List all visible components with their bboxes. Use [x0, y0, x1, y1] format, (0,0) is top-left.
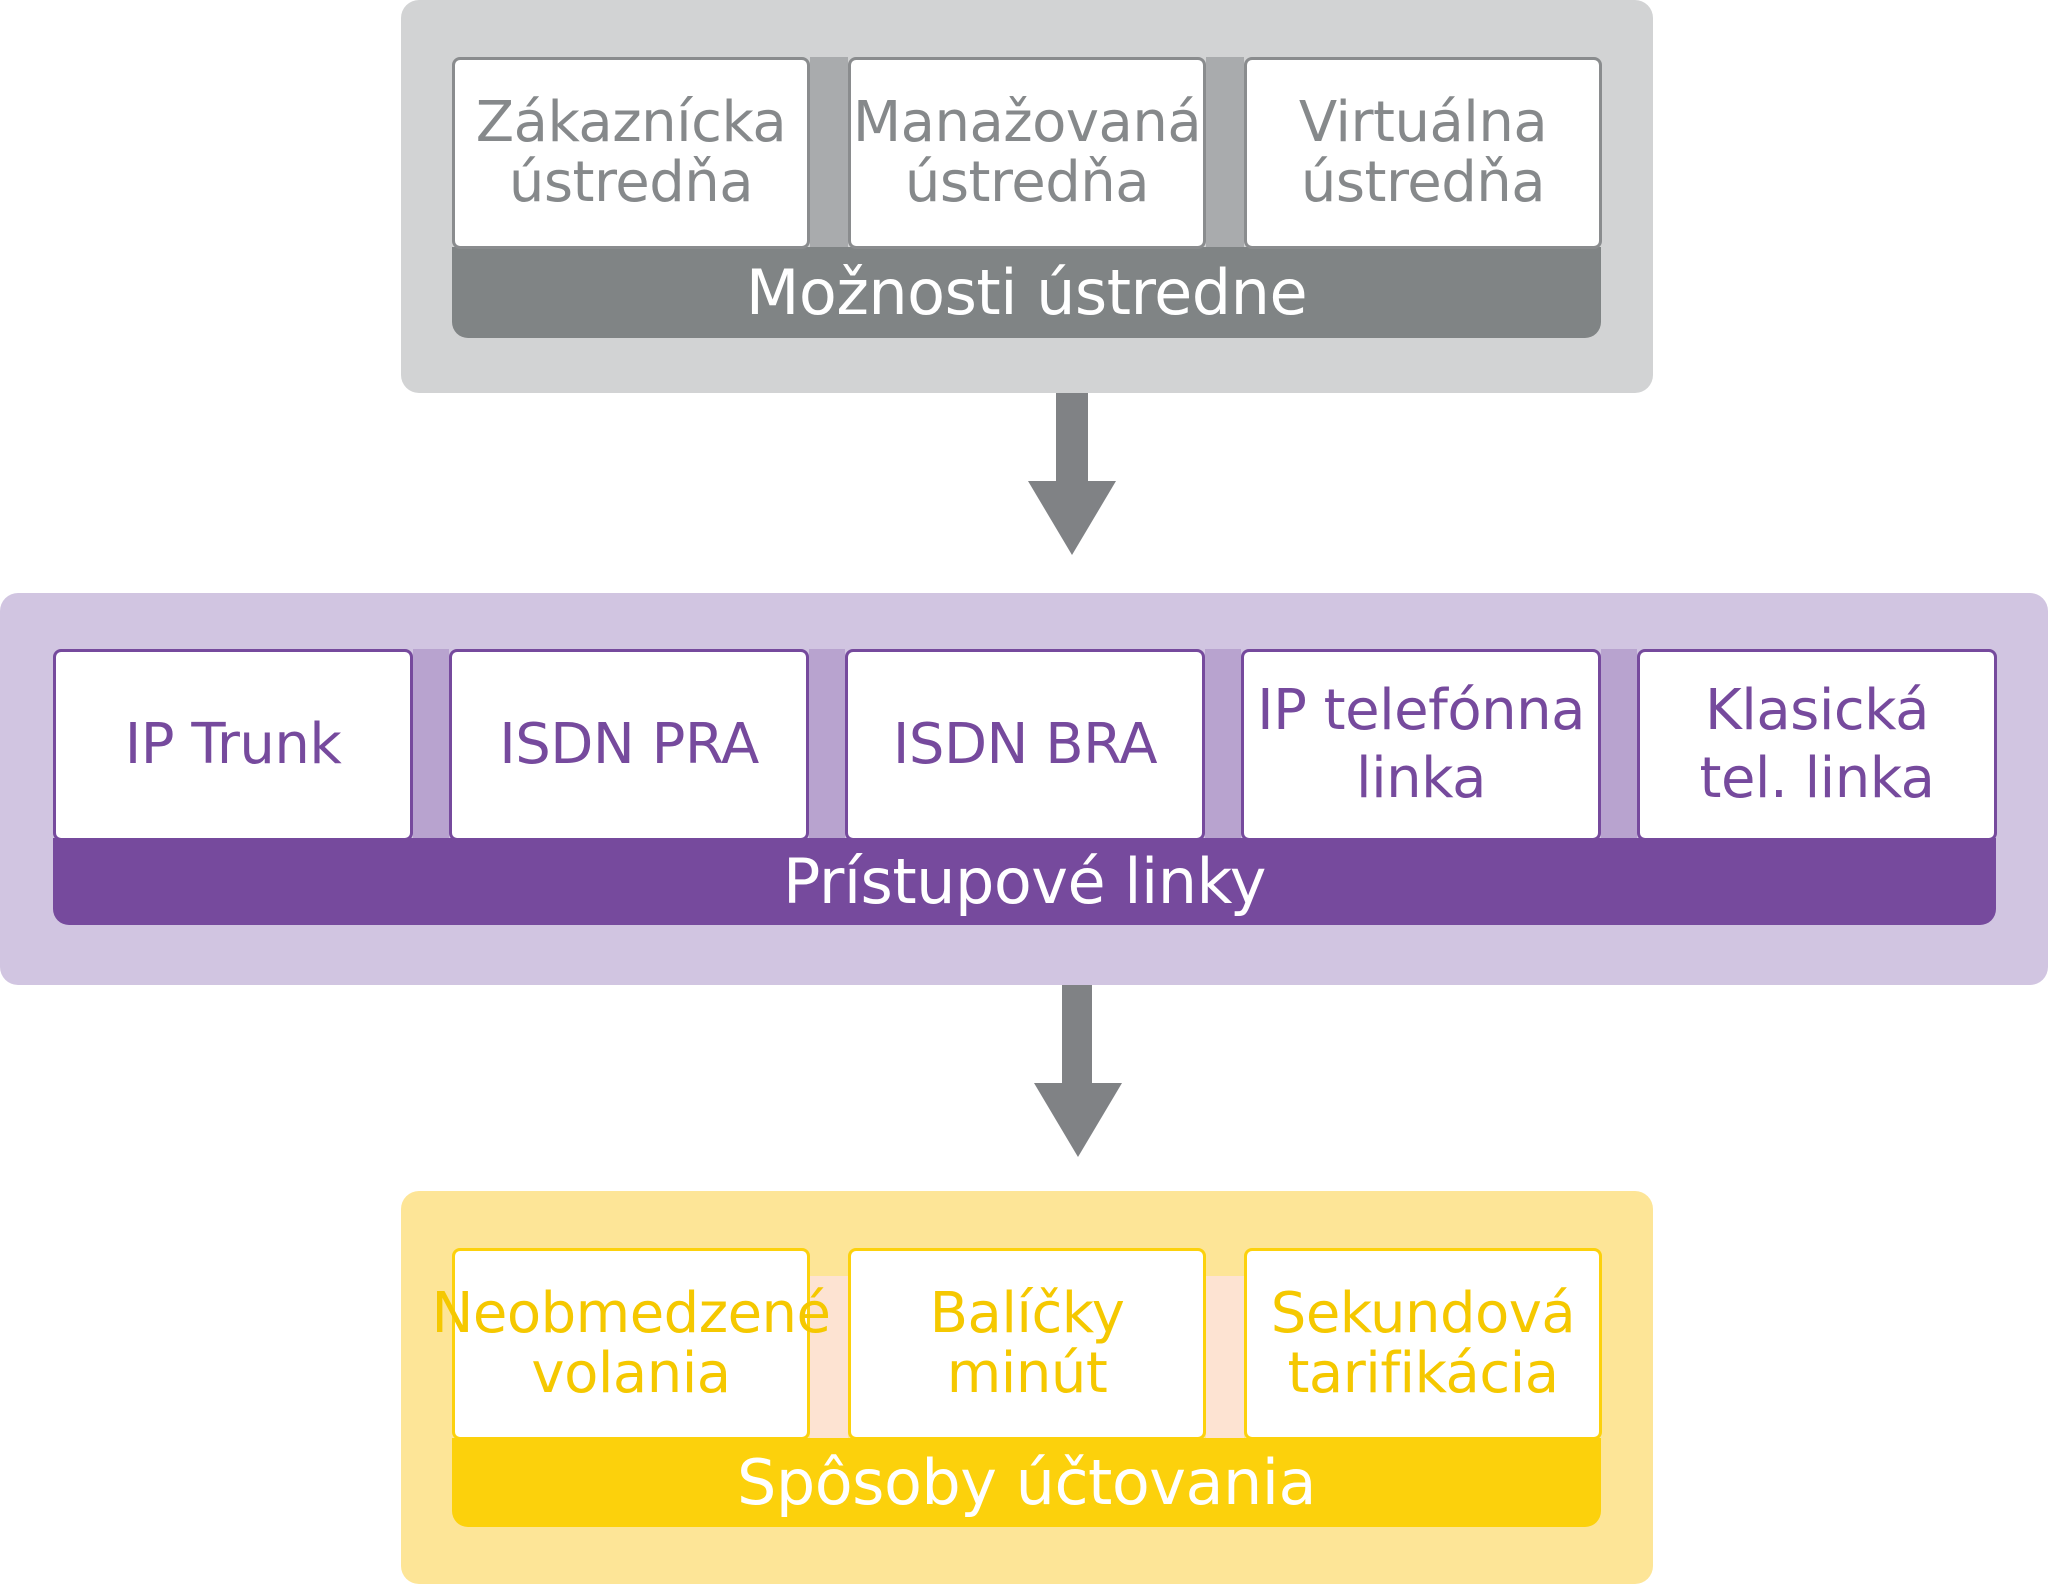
- box-text-line: Klasická: [1705, 678, 1929, 743]
- box-text-line: Balíčky: [929, 1281, 1125, 1346]
- pbx-option-box: Manažovaná ústredňa: [848, 57, 1206, 249]
- pbx-option-box: Virtuálna ústredňa: [1244, 57, 1602, 249]
- access-lines-group: Prístupové linky IP Trunk ISDN PRA ISDN …: [53, 649, 1997, 925]
- box-text-line: tel. linka: [1699, 746, 1935, 811]
- billing-title: Spôsoby účtovania: [737, 1446, 1316, 1519]
- connector: [413, 649, 449, 838]
- billing-option-box: Neobmedzené volania: [432, 1248, 831, 1440]
- box-text-line: ústredňa: [904, 150, 1150, 215]
- box-text-line: minút: [946, 1341, 1108, 1406]
- box-text-line: Neobmedzené: [431, 1281, 832, 1346]
- pbx-options-panel: Možnosti ústredne Zákaznícka ústredňa Ma…: [401, 0, 1653, 393]
- box-text-line: IP telefónna: [1257, 678, 1585, 743]
- box-text-line: Virtuálna: [1298, 90, 1548, 155]
- access-lines-panel: Prístupové linky IP Trunk ISDN PRA ISDN …: [0, 593, 2048, 985]
- access-line-box: IP telefónna linka: [1241, 649, 1601, 841]
- access-line-box: IP Trunk: [53, 649, 413, 841]
- pbx-options-title: Možnosti ústredne: [745, 256, 1308, 329]
- box-text-line: ISDN PRA: [499, 712, 759, 777]
- connector: [809, 649, 845, 838]
- connector: [810, 1276, 848, 1438]
- pbx-options-bar: Možnosti ústredne: [452, 247, 1601, 338]
- billing-option-box: Sekundová tarifikácia: [1244, 1248, 1602, 1440]
- billing-bar: Spôsoby účtovania: [452, 1438, 1601, 1527]
- connector: [1206, 57, 1244, 247]
- arrow-down-icon: [1034, 985, 1122, 1157]
- box-text-line: tarifikácia: [1287, 1341, 1559, 1406]
- box-text-line: ústredňa: [1300, 150, 1546, 215]
- box-text-line: linka: [1356, 746, 1486, 811]
- pbx-options-group: Možnosti ústredne Zákaznícka ústredňa Ma…: [452, 57, 1602, 338]
- box-text-line: ISDN BRA: [892, 712, 1158, 777]
- connector: [1205, 649, 1241, 838]
- connector: [1206, 1276, 1244, 1438]
- pbx-option-box: Zákaznícka ústredňa: [452, 57, 810, 249]
- access-line-box: ISDN PRA: [449, 649, 809, 841]
- box-text-line: Zákaznícka: [475, 90, 787, 155]
- box-text-line: ústredňa: [508, 150, 754, 215]
- connector: [1601, 649, 1637, 838]
- box-text-line: Manažovaná: [852, 90, 1202, 155]
- access-line-box: Klasická tel. linka: [1637, 649, 1997, 841]
- access-lines-bar: Prístupové linky: [53, 838, 1996, 925]
- access-line-box: ISDN BRA: [845, 649, 1205, 841]
- box-text-line: Sekundová: [1270, 1281, 1576, 1346]
- billing-group: Spôsoby účtovania Neobmedzené volania Ba…: [432, 1248, 1602, 1527]
- billing-panel: Spôsoby účtovania Neobmedzené volania Ba…: [401, 1191, 1653, 1584]
- connector: [810, 57, 848, 247]
- billing-option-box: Balíčky minút: [848, 1248, 1206, 1440]
- box-text-line: IP Trunk: [124, 712, 342, 777]
- access-lines-title: Prístupové linky: [783, 845, 1266, 918]
- arrow-down-icon: [1028, 393, 1116, 555]
- box-text-line: volania: [531, 1341, 731, 1406]
